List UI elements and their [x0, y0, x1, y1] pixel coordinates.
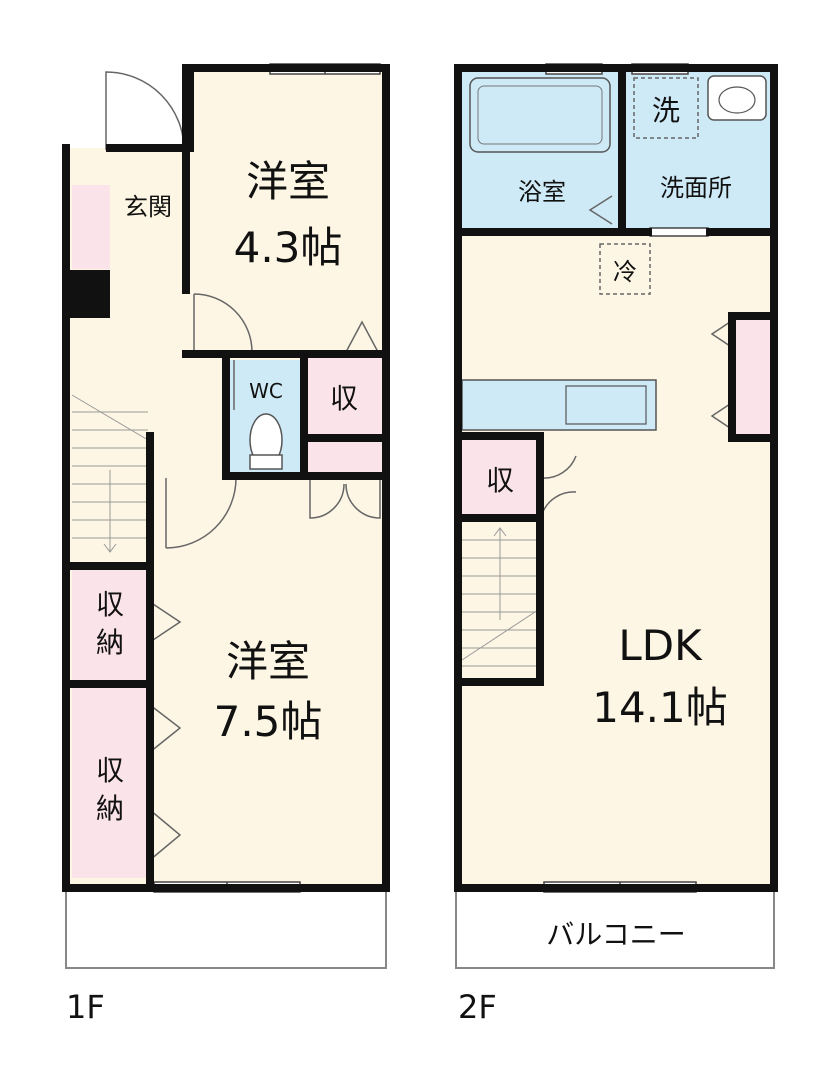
- storage-1f-area: [308, 355, 384, 435]
- floor-label-1f: 1F: [66, 988, 105, 1026]
- ldk-name: LDK: [618, 621, 703, 670]
- wc-label: WC: [249, 379, 283, 403]
- stairs-2f: [461, 527, 539, 667]
- shoe-cabinet: [72, 185, 110, 269]
- western-room-b-name: 洋室: [226, 637, 310, 686]
- walls-2f: [454, 64, 778, 892]
- floor-1f: 玄関 洋室 4.3帖 WC 収 洋室 7.5帖 収 納 収 納 1F: [62, 63, 390, 1026]
- western-room-b-size: 7.5帖: [214, 697, 323, 746]
- stairs-1f: [71, 394, 149, 553]
- sink-icon: [707, 75, 767, 121]
- pillar: [66, 270, 110, 318]
- ldk-size: 14.1帖: [592, 683, 728, 732]
- toilet-tank: [249, 454, 283, 470]
- washer-label: 洗: [652, 94, 680, 127]
- entrance-label: 玄関: [124, 193, 172, 221]
- closet-top-label-2: 納: [96, 626, 124, 659]
- fridge-space: [599, 243, 651, 295]
- kitchen-sink-icon: [565, 385, 647, 425]
- closet-bottom-label-1: 収: [96, 754, 124, 787]
- western-room-a-name: 洋室: [246, 157, 330, 206]
- western-room-a-size: 4.3帖: [234, 223, 343, 272]
- closet-bottom-area: [72, 688, 148, 878]
- ldk-area: [460, 232, 772, 888]
- washroom-label: 洗面所: [660, 174, 732, 202]
- closet-bottom-label-2: 納: [96, 792, 124, 825]
- closet-top-area: [72, 570, 148, 680]
- floor-label-2f: 2F: [458, 988, 497, 1026]
- fridge-label: 冷: [613, 258, 637, 286]
- balcony-2f: [455, 889, 775, 969]
- western-room-a-area: [186, 68, 384, 354]
- balcony-1f: [65, 889, 387, 969]
- storage-strip: [308, 440, 384, 474]
- washer-space: [633, 77, 699, 139]
- bath-label: 浴室: [518, 178, 566, 206]
- closet-top-label-1: 収: [96, 588, 124, 621]
- walls-1f: [62, 64, 390, 892]
- storage-1f-label: 収: [330, 382, 358, 415]
- storage-2f-area: [462, 440, 538, 514]
- balcony-label: バルコニー: [546, 918, 685, 951]
- bathtub-icon: [469, 77, 611, 153]
- storage-2f-label: 収: [486, 464, 514, 497]
- wall-cabinet: [732, 318, 772, 436]
- floor-2f: 浴室 洗面所 洗 冷 収 LDK 14.1帖 バルコニー 2F: [454, 63, 778, 1026]
